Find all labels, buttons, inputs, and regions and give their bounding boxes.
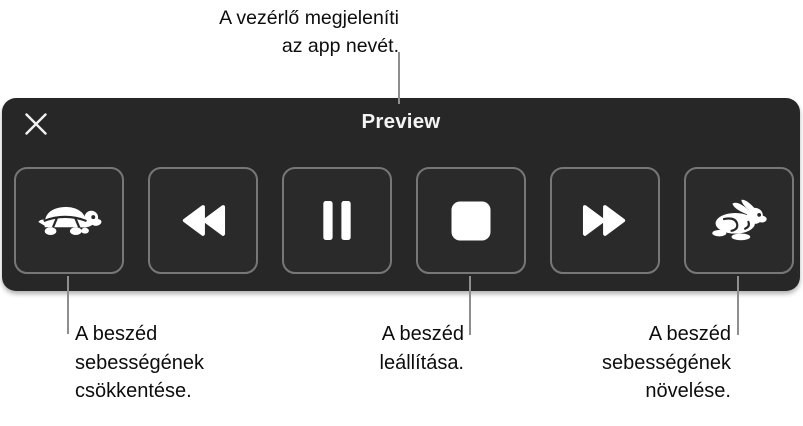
rewind-button[interactable] bbox=[148, 167, 258, 274]
annotation-line: A beszéd bbox=[381, 323, 464, 345]
annotation-line: sebességének bbox=[602, 351, 731, 374]
close-button[interactable] bbox=[18, 106, 54, 142]
app-name-title: Preview bbox=[361, 110, 441, 133]
callout-line-increase-rate bbox=[737, 276, 739, 335]
stop-icon bbox=[451, 201, 491, 240]
close-x-icon bbox=[25, 113, 47, 135]
callout-line-controller-name bbox=[398, 52, 400, 104]
pause-button[interactable] bbox=[282, 167, 392, 274]
fast-forward-icon bbox=[582, 205, 626, 236]
speech-controller-panel: Preview bbox=[2, 98, 800, 291]
annotation-line: leállítása. bbox=[379, 351, 465, 374]
increase-rate-button[interactable] bbox=[684, 167, 794, 274]
annotation-stop-speech: A beszéd leállítása. bbox=[250, 320, 465, 377]
annotation-increase-rate: A beszéd sebességének növelése. bbox=[500, 320, 731, 406]
annotation-line: sebességének bbox=[75, 351, 204, 374]
annotation-line: csökkentése. bbox=[75, 380, 192, 402]
annotation-line: A beszéd bbox=[648, 323, 731, 345]
fast-forward-button[interactable] bbox=[550, 167, 660, 274]
rewind-icon bbox=[182, 205, 226, 236]
decrease-rate-button[interactable] bbox=[14, 167, 124, 274]
callout-line-stop-speech bbox=[469, 276, 471, 335]
controller-buttons-row bbox=[14, 167, 794, 274]
annotation-line: A vezérlő megjeleníti bbox=[219, 7, 399, 29]
stop-button[interactable] bbox=[416, 167, 526, 274]
pause-icon bbox=[323, 200, 351, 241]
annotation-controller-name: A vezérlő megjeleníti az app nevét. bbox=[0, 4, 399, 60]
turtle-icon bbox=[38, 206, 102, 236]
annotation-decrease-rate: A beszéd sebességének csökkentése. bbox=[75, 320, 204, 406]
annotation-line: az app nevét. bbox=[281, 35, 399, 57]
callout-line-decrease-rate bbox=[67, 276, 69, 334]
annotation-line: A beszéd bbox=[75, 323, 158, 345]
rabbit-icon bbox=[712, 199, 767, 241]
annotation-line: növelése. bbox=[645, 380, 731, 402]
